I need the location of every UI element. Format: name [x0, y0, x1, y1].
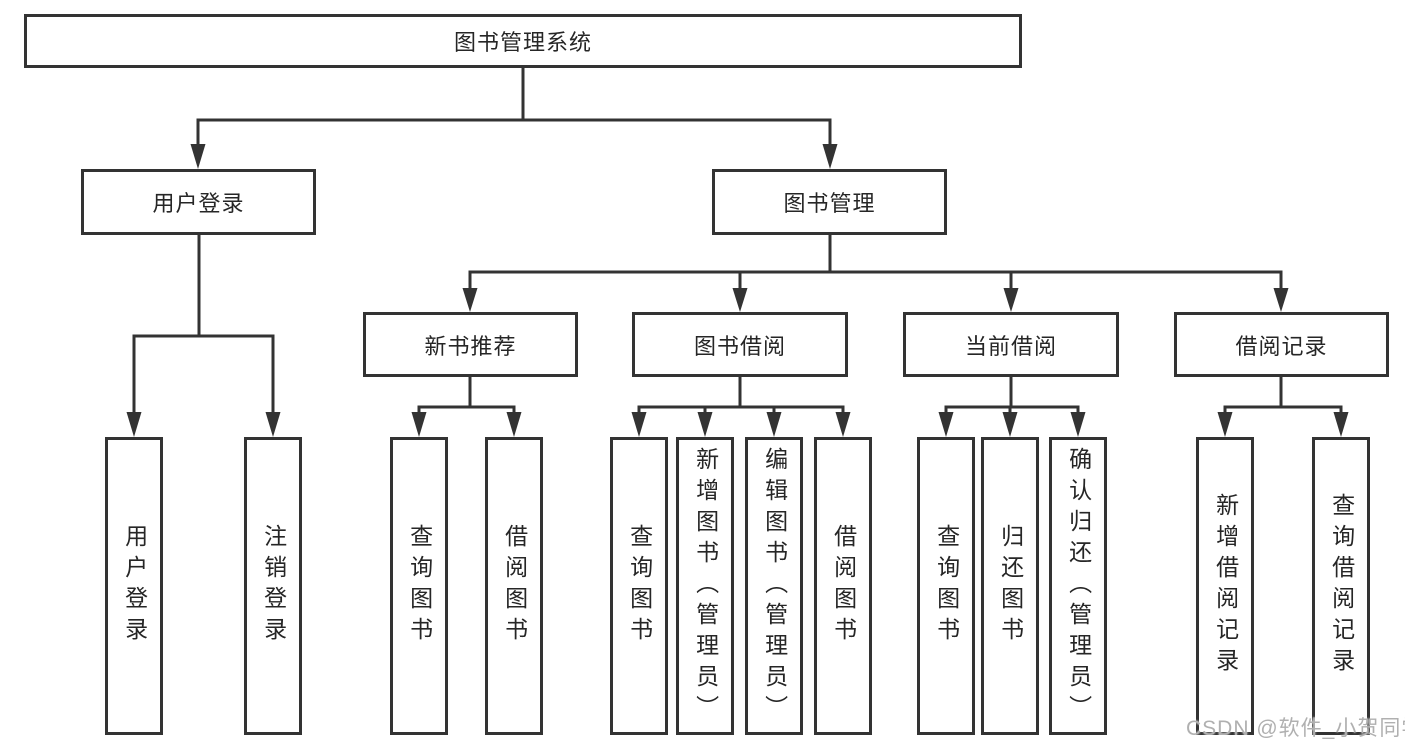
- arrow-down-icon: [822, 144, 838, 169]
- leaf-borrow-books-recommend: 借阅图书: [485, 437, 543, 735]
- leaf-borrow-books-borrowing: 借阅图书: [814, 437, 872, 735]
- leaf-query-books-current: 查询图书: [917, 437, 975, 735]
- leaf-add-borrow-record-label: 新增借阅记录: [1212, 493, 1239, 679]
- arrow-down-icon: [766, 412, 782, 437]
- arrow-down-icon: [1070, 412, 1086, 437]
- leaf-query-books-recommend: 查询图书: [390, 437, 448, 735]
- arrow-down-icon: [411, 412, 427, 437]
- connector-newbook-to-leaves: [417, 375, 516, 416]
- node-book-borrowing-label: 图书借阅: [693, 333, 786, 359]
- arrow-down-icon: [1333, 412, 1349, 437]
- arrow-down-icon: [697, 412, 713, 437]
- leaf-confirm-return-admin-label: 确认归还（管理员）: [1065, 446, 1092, 726]
- leaf-return-book: 归还图书: [981, 437, 1039, 735]
- node-book-management: 图书管理: [712, 169, 947, 235]
- arrow-down-icon: [1003, 288, 1019, 312]
- csdn-watermark: CSDN @软件_小贺同学: [1186, 717, 1405, 740]
- node-root: 图书管理系统: [24, 14, 1022, 68]
- arrow-down-icon: [190, 144, 206, 169]
- connector-records-to-leaves: [1223, 375, 1343, 416]
- node-user-login: 用户登录: [81, 169, 316, 235]
- leaf-query-books-current-label: 查询图书: [933, 524, 960, 648]
- arrow-down-icon: [631, 412, 647, 437]
- arrow-down-icon: [265, 412, 281, 437]
- leaf-confirm-return-admin: 确认归还（管理员）: [1049, 437, 1107, 735]
- leaf-query-books-borrowing: 查询图书: [610, 437, 668, 735]
- arrow-down-icon: [506, 412, 522, 437]
- node-root-label: 图书管理系统: [453, 30, 592, 55]
- leaf-edit-book-admin-label: 编辑图书（管理员）: [761, 446, 788, 726]
- leaf-edit-book-admin: 编辑图书（管理员）: [745, 437, 803, 735]
- node-new-book-recommend: 新书推荐: [363, 312, 578, 377]
- node-current-borrowing-label: 当前借阅: [964, 333, 1057, 359]
- connector-currentborrow-to-leaves: [944, 375, 1080, 416]
- leaf-query-books-borrowing-label: 查询图书: [626, 524, 653, 648]
- connector-bookborrow-to-leaves: [637, 375, 845, 416]
- arrow-down-icon: [1217, 412, 1233, 437]
- node-user-login-label: 用户登录: [152, 191, 245, 216]
- leaf-user-login-label: 用户登录: [121, 524, 148, 648]
- node-borrowing-records-label: 借阅记录: [1235, 333, 1328, 359]
- leaf-query-borrow-record-label: 查询借阅记录: [1328, 493, 1355, 679]
- connector-root-to-level2: [196, 66, 832, 148]
- arrow-down-icon: [1002, 412, 1018, 437]
- arrow-down-icon: [835, 412, 851, 437]
- leaf-add-borrow-record: 新增借阅记录: [1196, 437, 1254, 735]
- leaf-borrow-books-borrowing-label: 借阅图书: [830, 524, 857, 648]
- arrow-down-icon: [462, 288, 478, 312]
- node-book-borrowing: 图书借阅: [632, 312, 848, 377]
- node-book-management-label: 图书管理: [783, 191, 876, 216]
- leaf-logout-label: 注销登录: [260, 524, 287, 648]
- connector-userlogin-to-leaves: [132, 233, 275, 416]
- node-current-borrowing: 当前借阅: [903, 312, 1119, 377]
- leaf-logout: 注销登录: [244, 437, 302, 735]
- arrow-down-icon: [126, 412, 142, 437]
- leaf-query-borrow-record: 查询借阅记录: [1312, 437, 1370, 735]
- node-borrowing-records: 借阅记录: [1174, 312, 1389, 377]
- node-new-book-recommend-label: 新书推荐: [424, 333, 517, 359]
- leaf-borrow-books-recommend-label: 借阅图书: [501, 524, 528, 648]
- leaf-add-book-admin: 新增图书（管理员）: [676, 437, 734, 735]
- leaf-user-login: 用户登录: [105, 437, 163, 735]
- arrowheads: [126, 144, 1349, 437]
- arrow-down-icon: [1273, 288, 1289, 312]
- leaf-add-book-admin-label: 新增图书（管理员）: [692, 446, 719, 726]
- connector-bookmgmt-to-level3: [468, 233, 1283, 291]
- leaf-return-book-label: 归还图书: [997, 524, 1024, 648]
- leaf-query-books-recommend-label: 查询图书: [406, 524, 433, 648]
- arrow-down-icon: [938, 412, 954, 437]
- arrow-down-icon: [732, 288, 748, 312]
